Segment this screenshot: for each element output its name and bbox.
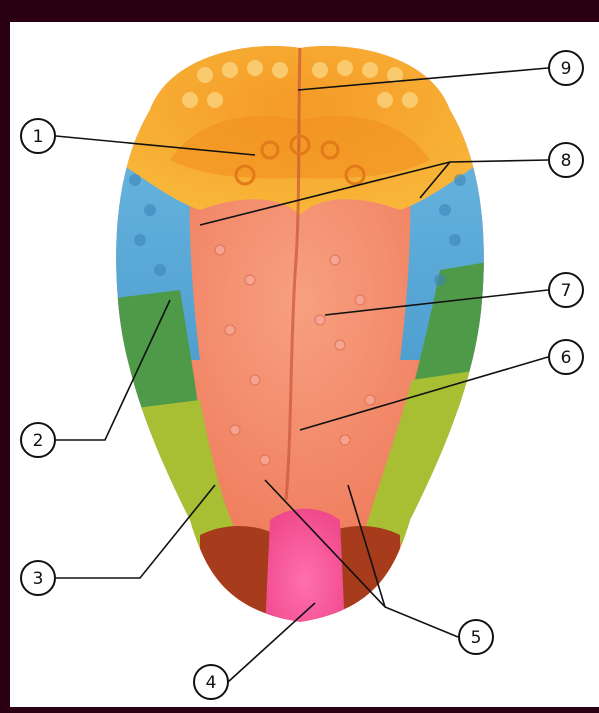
callout-1-text: 1 <box>33 127 44 147</box>
callout-8: 8 <box>549 143 583 177</box>
callout-9: 9 <box>549 51 583 85</box>
callout-2: 2 <box>21 423 55 457</box>
callout-5-text: 5 <box>471 628 482 648</box>
callout-7-text: 7 <box>561 281 572 301</box>
callout-3-text: 3 <box>33 569 44 589</box>
callout-8-text: 8 <box>561 151 572 171</box>
callout-5: 5 <box>459 620 493 654</box>
callout-4-text: 4 <box>206 673 217 693</box>
callout-6: 6 <box>549 340 583 374</box>
callout-7: 7 <box>549 273 583 307</box>
callout-1: 1 <box>21 119 55 153</box>
callout-4: 4 <box>194 665 228 699</box>
callout-2-text: 2 <box>33 431 44 451</box>
callout-6-text: 6 <box>561 348 572 368</box>
callout-3: 3 <box>21 561 55 595</box>
callout-9-text: 9 <box>561 59 572 79</box>
